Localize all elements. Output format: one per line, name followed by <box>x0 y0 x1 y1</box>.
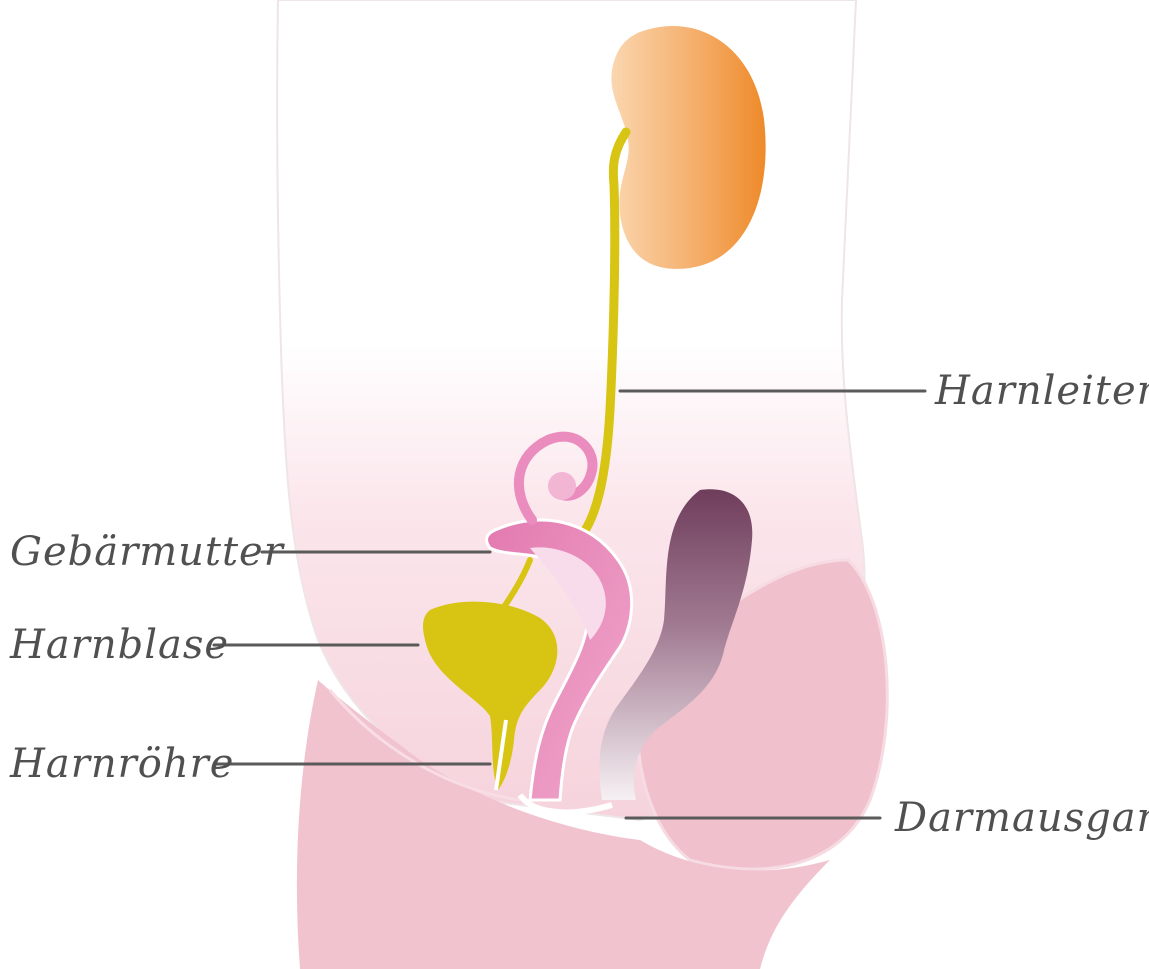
label-harnroehre: Harnröhre <box>9 741 234 787</box>
label-darmausgang: Darmausgang <box>894 795 1149 841</box>
label-harnleiter: Harnleiter <box>934 368 1149 414</box>
label-harnblase: Harnblase <box>9 622 229 668</box>
kidney <box>611 26 765 269</box>
ovary <box>548 472 576 500</box>
label-gebaermutter: Gebärmutter <box>10 529 286 575</box>
